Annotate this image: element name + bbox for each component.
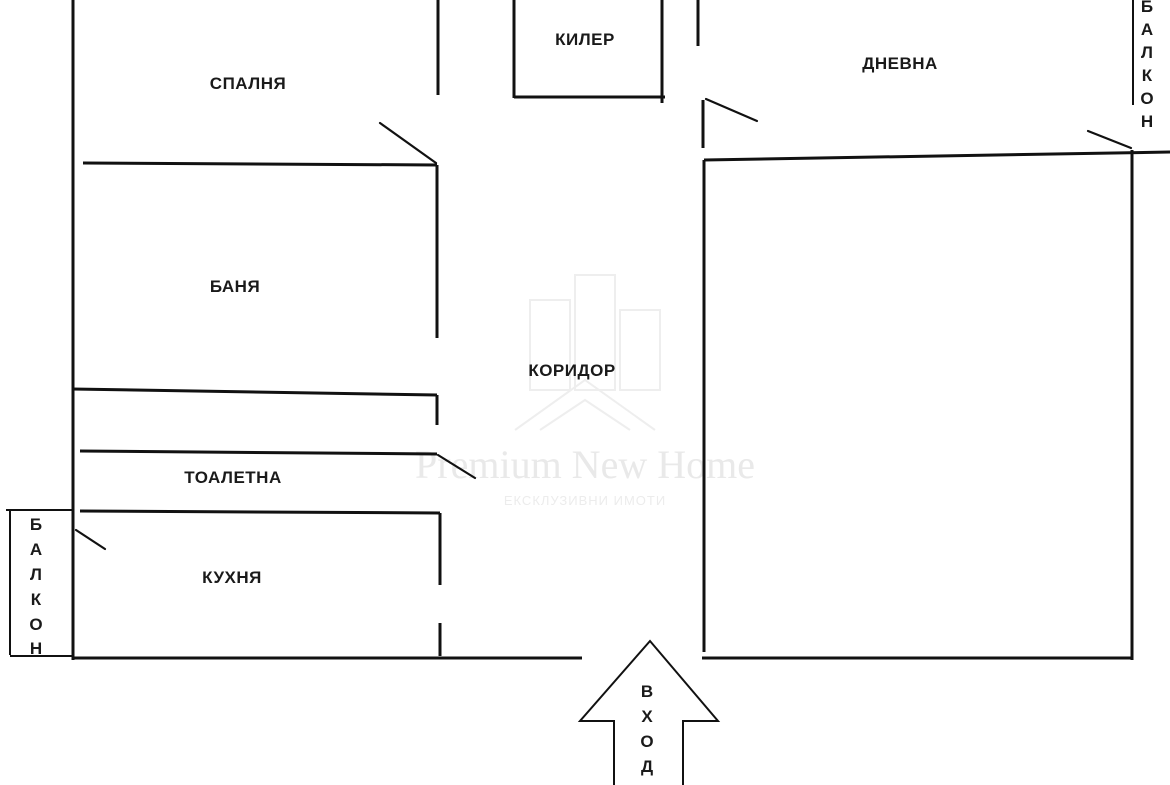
- room-label-corridor: КОРИДОР: [528, 361, 615, 380]
- watermark-tagline: ЕКСКЛУЗИВНИ ИМОТИ: [504, 493, 666, 508]
- balcony-right-letter: О: [1140, 89, 1153, 108]
- door-swings: [74, 97, 1133, 551]
- room-label-toilet: ТОАЛЕТНА: [184, 468, 281, 487]
- entrance-letter: О: [640, 732, 653, 751]
- left-balcony-frame: [6, 509, 73, 657]
- entrance-arrow-icon: [577, 639, 721, 785]
- balcony-left-letter: Б: [30, 515, 42, 534]
- balcony-left-letter: К: [31, 590, 42, 609]
- balcony-right-letter: Б: [1141, 0, 1153, 16]
- balcony-left-letter: О: [29, 615, 42, 634]
- pantry-walls: [512, 0, 665, 103]
- room-label-bathroom: БАНЯ: [210, 277, 260, 296]
- room-label-kitchen: КУХНЯ: [202, 568, 262, 587]
- entrance-letter: Х: [641, 707, 653, 726]
- balcony-right-label: Б А Л К О Н: [1140, 0, 1153, 131]
- right-interior-walls: [696, 0, 1170, 652]
- watermark-brand: Premium New Home: [415, 442, 755, 487]
- entrance-letter: Д: [641, 757, 653, 776]
- balcony-right-letter: Н: [1141, 112, 1153, 131]
- room-label-pantry: КИЛЕР: [555, 30, 615, 49]
- room-label-bedroom: СПАЛНЯ: [210, 74, 286, 93]
- balcony-left-label: Б А Л К О Н: [29, 515, 42, 658]
- room-labels: СПАЛНЯ КИЛЕР ДНЕВНА БАНЯ КОРИДОР ТОАЛЕТН…: [184, 30, 938, 587]
- balcony-right-letter: Л: [1141, 43, 1153, 62]
- balcony-right-letter: А: [1141, 20, 1153, 39]
- balcony-left-letter: Л: [30, 565, 42, 584]
- watermark-logo-icon: [514, 274, 661, 431]
- balcony-left-letter: Н: [30, 639, 42, 658]
- left-interior-walls: [71, 0, 442, 656]
- outer-walls: [71, 0, 1134, 660]
- balcony-left-letter: А: [30, 540, 42, 559]
- watermark: Premium New Home ЕКСКЛУЗИВНИ ИМОТИ: [415, 274, 755, 508]
- entrance-letter: В: [641, 682, 653, 701]
- room-label-living-room: ДНЕВНА: [862, 54, 938, 73]
- entrance-label: В Х О Д: [640, 682, 653, 776]
- balcony-right-letter: К: [1142, 66, 1153, 85]
